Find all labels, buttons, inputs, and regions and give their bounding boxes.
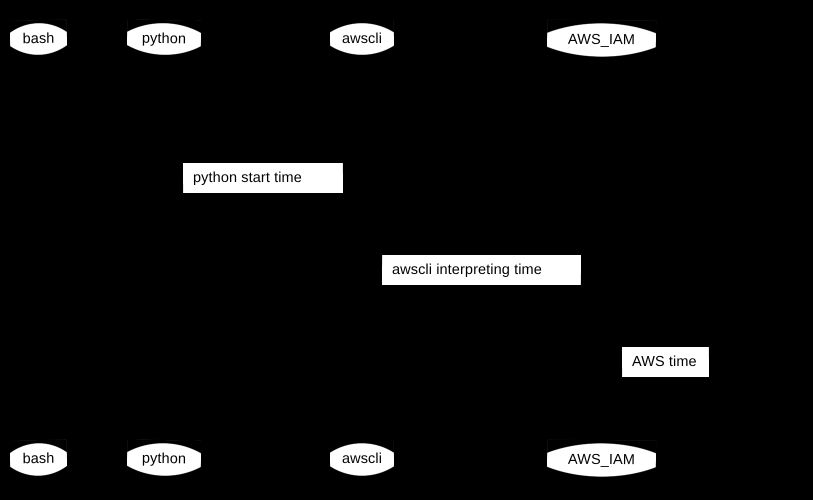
lifeline-bash [38,58,39,440]
participant-top-awscli[interactable]: awscli [329,20,395,58]
participant-bottom-python[interactable]: python [126,439,202,480]
participant-top-aws-iam[interactable]: AWS_IAM [546,19,657,61]
message-arrow-python-to-awscli [164,270,362,271]
message-arrow-bash-to-python [38,178,164,179]
participant-label: python [141,450,187,468]
message-arrow-awscli-to-aws-iam [362,362,601,363]
participant-bottom-awscli[interactable]: awscli [329,440,395,479]
lifeline-aws-iam [601,60,602,440]
participant-label: python [141,30,187,48]
message-label-aws-time[interactable]: AWS time [621,347,710,377]
lifeline-awscli [362,58,363,440]
participant-label: bash [22,30,55,47]
participant-top-bash[interactable]: bash [9,19,68,59]
message-label-text: AWS time [631,353,697,370]
participant-label: AWS_IAM [567,451,636,468]
message-label-text: python start time [192,169,302,186]
message-label-awscli-interpreting-time[interactable]: awscli interpreting time [381,254,582,286]
participant-bottom-aws-iam[interactable]: AWS_IAM [546,439,657,481]
participant-top-python[interactable]: python [126,19,202,59]
participant-label: AWS_IAM [567,31,636,48]
participant-label: bash [22,451,55,468]
participant-label: awscli [341,451,383,468]
lifeline-python [164,58,165,440]
message-label-python-start-time[interactable]: python start time [182,163,344,193]
message-label-text: awscli interpreting time [391,261,542,278]
participant-bottom-bash[interactable]: bash [9,439,68,480]
participant-label: awscli [341,30,383,47]
